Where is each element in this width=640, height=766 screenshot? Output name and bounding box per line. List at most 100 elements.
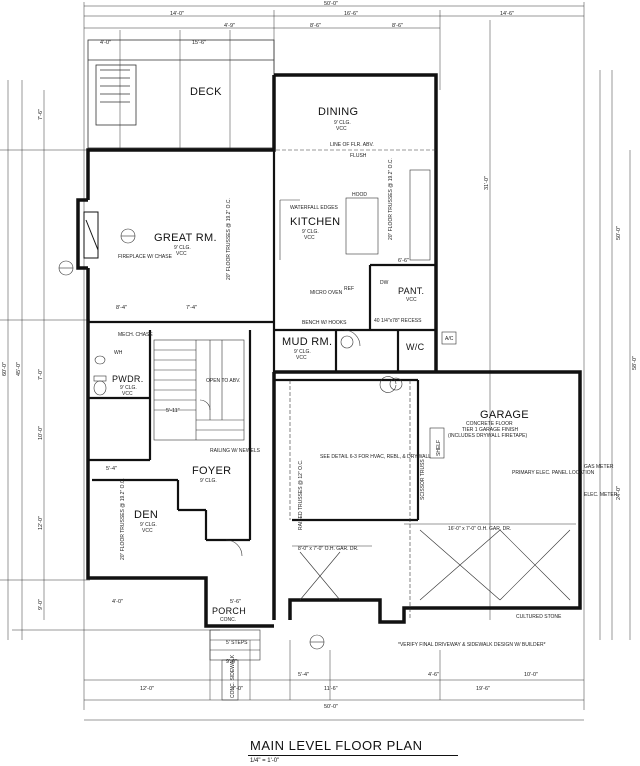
mud-vcc: VCC: [296, 355, 307, 361]
dining-vcc: VCC: [336, 126, 347, 132]
plan-notes: FIREPLACE W/ CHASE 20" FLOOR TRUSSES @ 1…: [114, 142, 618, 698]
dim-left-sub: 45'-0": [16, 362, 22, 376]
note-shelf: SHELF: [436, 440, 442, 456]
dim-right-overall: 50'-0": [616, 226, 622, 240]
note-trusses-kitchen: 20" FLOOR TRUSSES @ 19.2" O.C.: [388, 158, 394, 240]
note-flush: FLUSH: [350, 153, 367, 159]
note-sidewalk: CONC. SIDEWALK: [230, 654, 236, 698]
dim-left-e: 9'-0": [38, 599, 44, 610]
dim-mid-c: 5'-6": [230, 599, 241, 605]
garage-note-3: (INCLUDES DRYWALL FIRETAPE): [448, 433, 528, 439]
note-mech-chase: MECH. CHASE: [118, 332, 153, 338]
garage-note-1: CONCRETE FLOOR: [466, 421, 513, 427]
plan-scale: 1/4" = 1'-0": [250, 758, 280, 764]
note-micro: MICRO OVEN: [310, 290, 343, 296]
mud-ceiling: 9' CLG.: [294, 349, 311, 355]
pwdr-ceiling: 9' CLG.: [120, 385, 137, 391]
note-ohgar-large: 16'-0" x 7'-0" O.H. GAR. DR.: [448, 526, 511, 532]
dim-top-overall: 50'-0": [324, 1, 338, 7]
dim-mid-b: 7'-4": [186, 305, 197, 311]
room-dining: DINING: [318, 106, 358, 118]
note-line-flr-abv: LINE OF FLR. ABV.: [330, 142, 374, 148]
dim-top-left: 14'-0": [170, 11, 184, 17]
room-wic: W/C: [406, 342, 425, 352]
room-pantry: PANT.: [398, 286, 424, 296]
note-verify-driveway: *VERIFY FINAL DRIVEWAY & SIDEWALK DESIGN…: [398, 642, 546, 648]
note-bench: BENCH W/ HOOKS: [302, 320, 347, 326]
note-primary-elec: PRIMARY ELEC. PANEL LOCATION: [512, 470, 595, 476]
note-hood: HOOD: [352, 192, 367, 198]
note-trusses-great: 20" FLOOR TRUSSES @ 19.2" O.C.: [226, 198, 232, 280]
dim-bottom-a: 12'-0": [140, 686, 154, 692]
dim-right-sub: 58'-0": [632, 356, 638, 370]
dim-bottom-d: 19'-6": [476, 686, 490, 692]
pwdr-vcc: VCC: [122, 391, 133, 397]
dim-bottom-e: 10'-0": [524, 672, 538, 678]
note-see-detail: SEE DETAIL 6-3 FOR HVAC, REBL, & DRYWALL: [320, 454, 431, 460]
dim-top-d: 4'-9": [224, 23, 235, 29]
dim-mid-a: 8'-4": [116, 305, 127, 311]
note-elec-meter: ELEC. METER: [584, 492, 618, 498]
note-open-abv: OPEN TO ABV.: [206, 378, 240, 384]
note-dw: DW: [380, 280, 389, 286]
deck-outline: [87, 39, 275, 149]
dim-left-overall: 60'-0": [2, 362, 8, 376]
dim-right-b: 24'-0": [616, 486, 622, 500]
dim-mid-f: 4'-0": [112, 599, 123, 605]
note-waterfall: WATERFALL EDGES: [290, 205, 339, 211]
dim-left-b: 12'-0": [38, 516, 44, 530]
dim-top-e: 8'-6": [310, 23, 321, 29]
room-porch: PORCH: [212, 606, 246, 616]
dim-top-mid: 16'-6": [344, 11, 358, 17]
dim-top-c: 8'-6": [392, 23, 403, 29]
dimension-lines: [0, 2, 631, 721]
note-trusses-den: 20" FLOOR TRUSSES @ 19.2" O.C.: [120, 478, 126, 560]
kitchen-vcc: VCC: [304, 235, 315, 241]
room-pwdr: PWDR.: [112, 374, 144, 384]
note-raised-trusses: RAISED TRUSSES @ 12" O.C.: [298, 460, 304, 530]
room-deck: DECK: [190, 86, 222, 98]
foyer-ceiling: 9' CLG.: [200, 478, 217, 484]
exterior-walls: [76, 73, 582, 628]
note-ac: A/C: [445, 336, 454, 342]
dim-bottom-c: 11'-6": [324, 686, 338, 692]
dim-bottom-g: 5'-4": [298, 672, 309, 678]
note-cultured-stone: CULTURED STONE: [516, 614, 562, 620]
room-garage: GARAGE: [480, 409, 529, 421]
great-ceiling: 9' CLG.: [174, 245, 191, 251]
dim-mid-g: 6'-6": [398, 258, 409, 264]
dim-mid-d: 9'-0": [226, 659, 237, 665]
dim-right-a: 31'-0": [484, 176, 490, 190]
dim-top-a: 4'-0": [100, 40, 111, 46]
porch-sub: CONC.: [220, 617, 236, 623]
dining-ceiling: 9' CLG.: [334, 120, 351, 126]
note-recess: 40 1/4"x78" RECESS: [374, 318, 422, 324]
room-labels: DECK DINING 9' CLG. VCC KITCHEN 9' CLG. …: [112, 86, 529, 623]
fireplace: [83, 211, 99, 259]
interior-details: [58, 149, 576, 701]
dim-mid-h: 5'-11": [166, 408, 180, 414]
note-scissor-truss: SCISSOR TRUSS: [420, 459, 426, 500]
garage-note-2: TIER 1 GARAGE FINISH: [462, 427, 519, 433]
dim-left-a: 7'-6": [38, 109, 44, 120]
dim-top-right: 14'-6": [500, 11, 514, 17]
room-foyer: FOYER: [192, 465, 231, 477]
kitchen-ceiling: 9' CLG.: [302, 229, 319, 235]
note-ref: REF: [344, 286, 354, 292]
den-ceiling: 9' CLG.: [140, 522, 157, 528]
dim-bottom-overall: 50'-0": [324, 704, 338, 710]
stairs: [153, 339, 245, 441]
plan-title: MAIN LEVEL FLOOR PLAN: [250, 738, 423, 753]
plan-title-underline: [248, 755, 458, 756]
note-steps: 5' STEPS: [226, 640, 248, 646]
dim-bottom-f: 4'-6": [428, 672, 439, 678]
note-ohgar-small: 8'-0" x 7'-0" O.H. GAR. DR.: [298, 546, 358, 552]
note-fireplace: FIREPLACE W/ CHASE: [118, 254, 173, 260]
room-mud: MUD RM.: [282, 336, 332, 348]
note-gas-meter: GAS METER: [584, 464, 614, 470]
great-vcc: VCC: [176, 251, 187, 257]
den-vcc: VCC: [142, 528, 153, 534]
dim-bottom-b: 7'-0": [232, 686, 243, 692]
note-railing: RAILING W/ NEWELS: [210, 448, 261, 454]
